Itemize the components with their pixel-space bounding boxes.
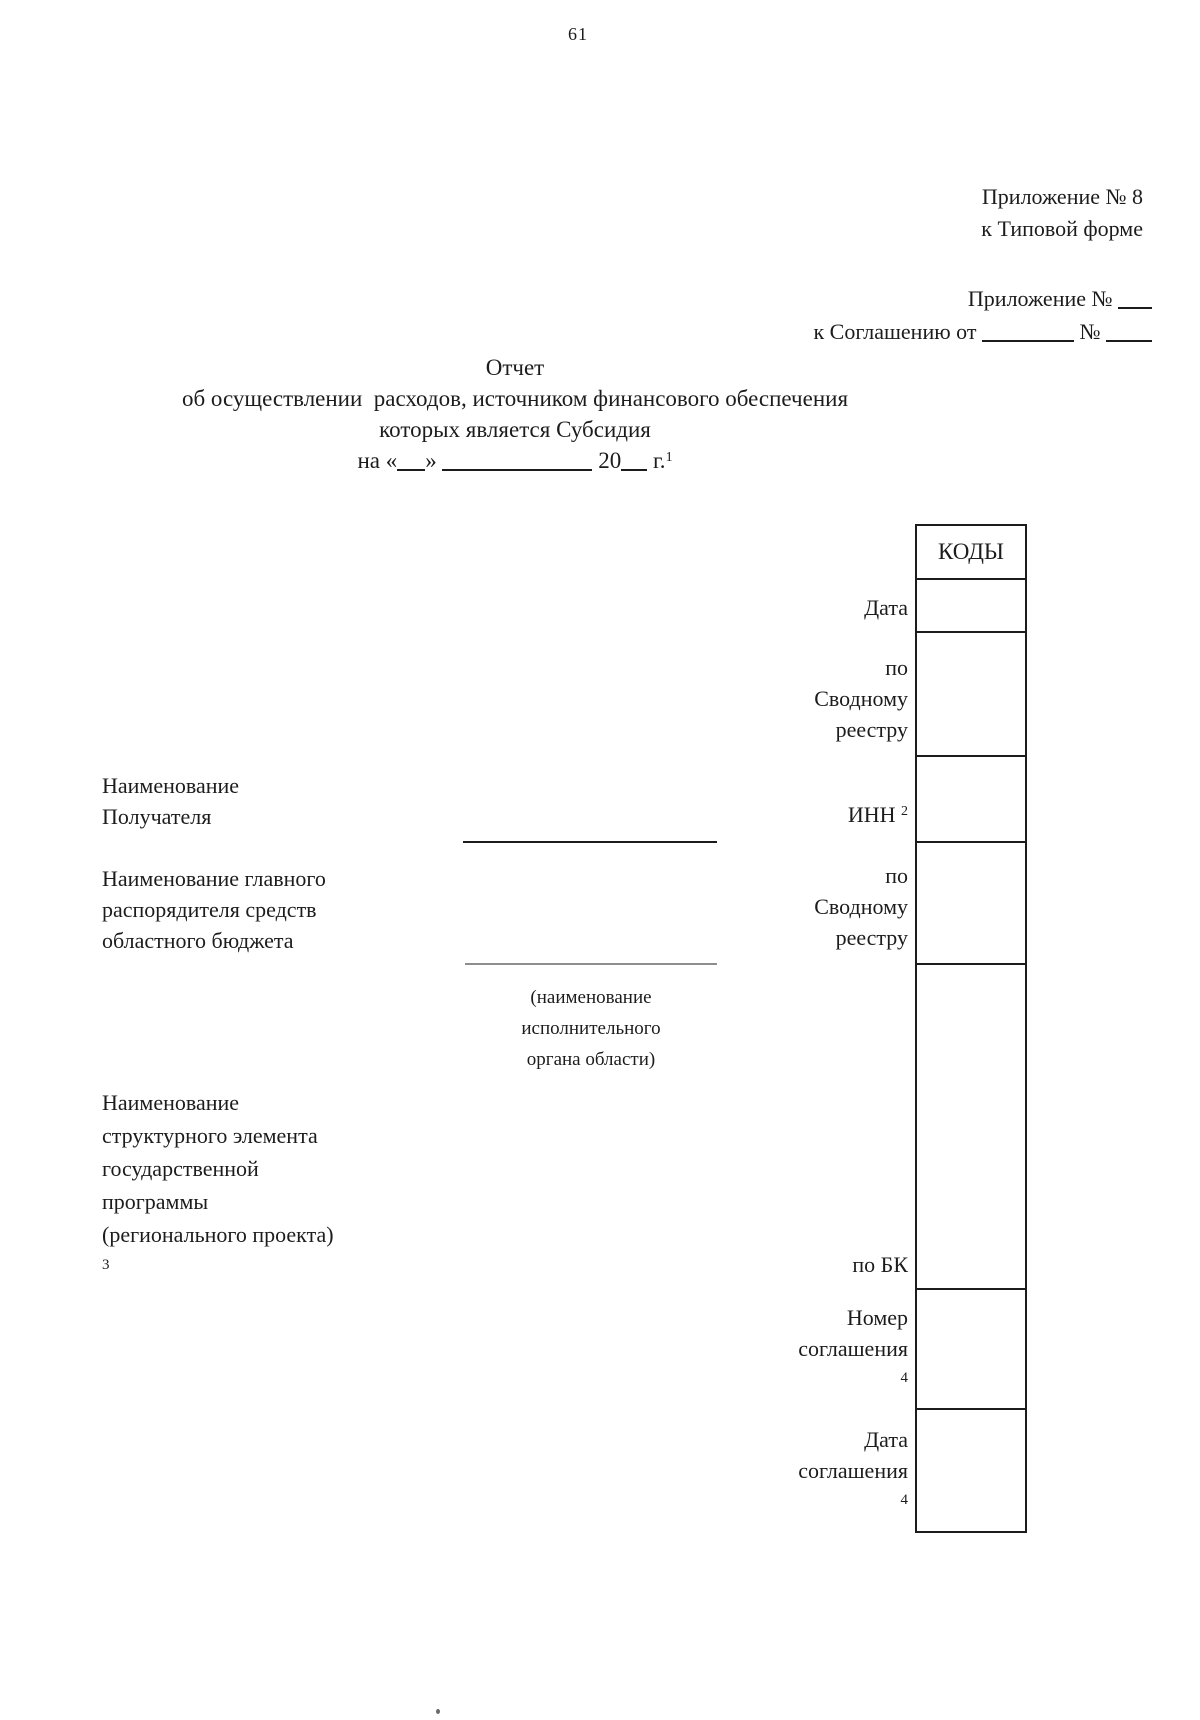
appendix-line-1: Приложение № 8 — [981, 184, 1143, 209]
bk-label: по БК — [852, 1252, 908, 1277]
agreement-number-label: Номер соглашения 4 — [628, 1302, 908, 1392]
code-cell-registry-2 — [915, 843, 1027, 965]
date-label: Дата — [864, 595, 908, 620]
agreement-date-blank — [982, 326, 1074, 342]
date-month-blank — [442, 455, 593, 471]
inn-footnote-ref: 2 — [901, 804, 908, 819]
recipient-label-line-1: Наименование — [102, 773, 240, 798]
inn-label-text: ИНН — [847, 802, 896, 827]
org-name-caption: (наименование исполнительного органа обл… — [465, 982, 717, 1075]
code-cell-date — [915, 580, 1027, 633]
registry2-line-1: по — [885, 863, 908, 888]
code-cell-bk — [915, 965, 1027, 1290]
registry1-line-1: по — [885, 655, 908, 680]
codes-header-cell: КОДЫ — [915, 524, 1027, 580]
agreement-appendix-number-blank — [1118, 293, 1152, 309]
agreement-date-line-2: соглашения — [798, 1458, 908, 1483]
agreement-appendix-text: Приложение № — [967, 286, 1113, 311]
program-element-label: Наименование структурного элемента госуд… — [102, 1086, 432, 1279]
appendix-header: Приложение № 8 к Типовой форме — [981, 181, 1143, 245]
org-caption-line-2: исполнительного — [521, 1018, 661, 1039]
program-footnote-ref: 3 — [102, 1257, 110, 1273]
agreement-date-label: Дата соглашения 4 — [628, 1424, 908, 1514]
grbs-label-line-2: распорядителя средств — [102, 897, 317, 922]
title-footnote-ref: 1 — [665, 450, 673, 465]
agreement-number-line-1: Номер — [846, 1305, 908, 1330]
code-cell-registry-1 — [915, 633, 1027, 757]
agreement-header-line-2: к Соглашению от № — [813, 315, 1152, 348]
summary-registry-label-2: по Сводному реестру — [628, 860, 908, 953]
org-name-blank-line — [465, 963, 717, 965]
recipient-name-blank-line — [463, 841, 717, 843]
program-label-line-5: (регионального проекта) — [102, 1222, 334, 1247]
summary-registry-label-1: по Сводному реестру — [628, 652, 908, 745]
grbs-label-line-1: Наименование главного — [102, 866, 326, 891]
date-suffix: г. — [652, 448, 666, 473]
date-prefix: на — [357, 448, 380, 473]
codes-table: КОДЫ — [915, 524, 1027, 1533]
grbs-label: Наименование главного распорядителя сред… — [102, 863, 442, 956]
date-year-blank — [621, 455, 648, 471]
agreement-header-line-1: Приложение № — [813, 282, 1152, 315]
code-cell-agreement-date — [915, 1410, 1027, 1533]
open-quote: « — [385, 448, 398, 473]
close-quote: » — [425, 448, 437, 473]
appendix-line-2: к Типовой форме — [981, 216, 1143, 241]
agreement-number-sign: № — [1079, 319, 1101, 344]
registry1-line-3: реестру — [835, 717, 908, 742]
recipient-label-line-2: Получателя — [102, 804, 212, 829]
agreement-number-footnote-ref: 4 — [900, 1370, 909, 1386]
registry2-line-2: Сводному — [814, 894, 908, 919]
inn-label: ИНН 2 — [628, 799, 908, 830]
agreement-from-text: к Соглашению от — [813, 319, 977, 344]
grbs-label-line-3: областного бюджета — [102, 928, 294, 953]
report-date-line: на « » 20 г.1 — [100, 445, 930, 476]
date-day-blank — [397, 455, 426, 471]
org-caption-line-1: (наименование — [530, 987, 652, 1008]
program-label-line-2: структурного элемента — [102, 1123, 318, 1148]
org-caption-line-3: органа области) — [526, 1049, 656, 1070]
program-label-line-1: Наименование — [102, 1090, 240, 1115]
agreement-number-line-2: соглашения — [798, 1336, 908, 1361]
page-number: 61 — [568, 24, 588, 44]
recipient-name-label: Наименование Получателя — [102, 770, 432, 832]
registry2-line-3: реестру — [835, 925, 908, 950]
registry1-line-2: Сводному — [814, 686, 908, 711]
agreement-date-footnote-ref: 4 — [900, 1492, 909, 1508]
code-cell-agreement-number — [915, 1290, 1027, 1410]
code-cell-inn — [915, 757, 1027, 843]
agreement-header: Приложение № к Соглашению от № — [813, 282, 1152, 348]
agreement-date-line-1: Дата — [864, 1427, 908, 1452]
report-title-line-2: об осуществлении расходов, источником фи… — [181, 386, 849, 411]
stray-scan-mark — [436, 1709, 440, 1714]
date-year-prefix: 20 — [598, 448, 622, 473]
program-label-line-3: государственной — [102, 1156, 259, 1181]
report-title-line-3: которых является Субсидия — [379, 417, 651, 442]
report-title-block: Отчет об осуществлении расходов, источни… — [100, 352, 930, 476]
report-title-line-1: Отчет — [485, 355, 545, 380]
agreement-number-blank — [1106, 326, 1152, 342]
program-label-line-4: программы — [102, 1189, 209, 1214]
